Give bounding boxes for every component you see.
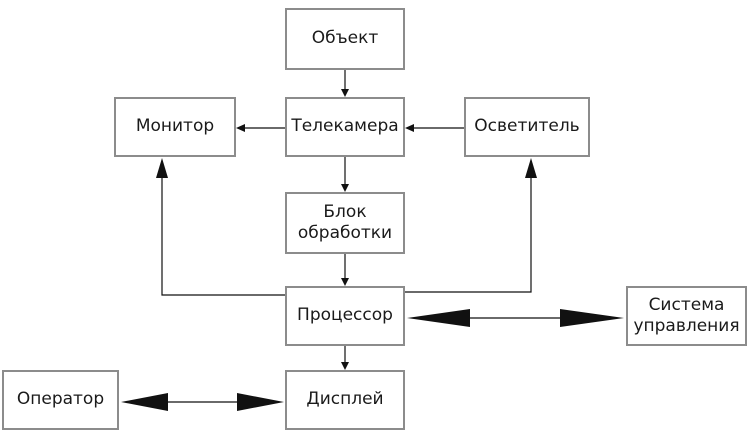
node-display-label: Дисплей (306, 389, 384, 410)
node-processing-unit-label: Блок обработки (297, 201, 393, 243)
arrowhead-object-camera (341, 89, 349, 97)
node-illuminator: Осветитель (464, 97, 590, 157)
node-illuminator-label: Осветитель (474, 116, 580, 137)
arrowhead-camera-monitor (236, 124, 245, 132)
node-monitor: Монитор (114, 97, 236, 157)
arrowhead-processor-monitor (156, 158, 168, 178)
node-operator: Оператор (2, 370, 119, 430)
node-monitor-label: Монитор (135, 116, 215, 137)
node-camera-label: Телекамера (291, 116, 399, 137)
arrowhead-operator-display (237, 393, 284, 411)
arrowhead-display-operator (121, 393, 168, 411)
arrowhead-processing-unit-processor (341, 278, 349, 286)
arrowhead-camera-processing-unit (341, 184, 349, 192)
arrowhead-processor-control-system (560, 309, 624, 327)
arrowhead-control-system-processor (407, 309, 470, 327)
node-processor-label: Процессор (297, 305, 393, 326)
node-object: Объект (285, 8, 405, 70)
edge-processor-monitor (161, 176, 285, 296)
arrowhead-processor-display (341, 362, 349, 370)
node-object-label: Объект (311, 28, 379, 49)
node-control-system: Система управления (626, 286, 747, 346)
node-control-system-label: Система управления (633, 294, 740, 336)
node-camera: Телекамера (285, 97, 405, 157)
arrowhead-illuminator-camera (405, 124, 414, 132)
node-processing-unit: Блок обработки (285, 192, 405, 254)
arrowhead-processor-illuminator (525, 158, 537, 178)
edge-processor-illuminator (405, 176, 532, 293)
node-processor: Процессор (285, 286, 405, 346)
node-display: Дисплей (285, 370, 405, 430)
node-operator-label: Оператор (16, 389, 105, 410)
